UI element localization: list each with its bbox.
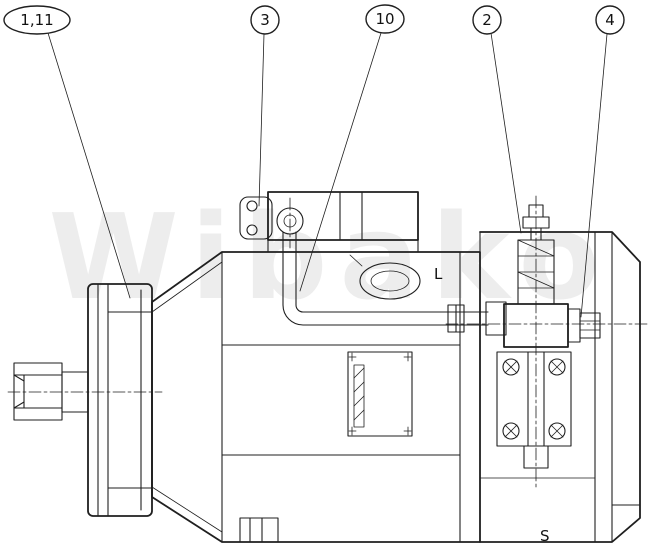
callout-1-11-label: 1,11 — [20, 11, 53, 29]
valve-bracket — [496, 351, 572, 469]
outlet-fitting — [567, 308, 601, 343]
callout-1-11: 1,11 — [3, 5, 71, 35]
callout-10: 10 — [365, 4, 405, 34]
port-l-boss — [349, 254, 421, 300]
callout-2-label: 2 — [482, 11, 492, 29]
callout-2: 2 — [472, 5, 502, 35]
callout-4-label: 4 — [605, 11, 615, 29]
drive-shaft — [13, 362, 89, 421]
nameplate — [347, 351, 413, 437]
main-housing — [151, 251, 481, 543]
watermark-text: Wibako — [48, 188, 611, 326]
pipe-assembly — [282, 231, 507, 336]
rear-cover — [479, 231, 641, 543]
port-l-label: L — [434, 265, 443, 283]
callout-3-label: 3 — [260, 11, 270, 29]
top-port-block — [239, 191, 419, 253]
callout-10-label: 10 — [375, 10, 394, 28]
port-s-label: S — [540, 527, 550, 545]
callout-3: 3 — [250, 5, 280, 35]
leader-lines — [47, 32, 608, 318]
callout-4: 4 — [595, 5, 625, 35]
